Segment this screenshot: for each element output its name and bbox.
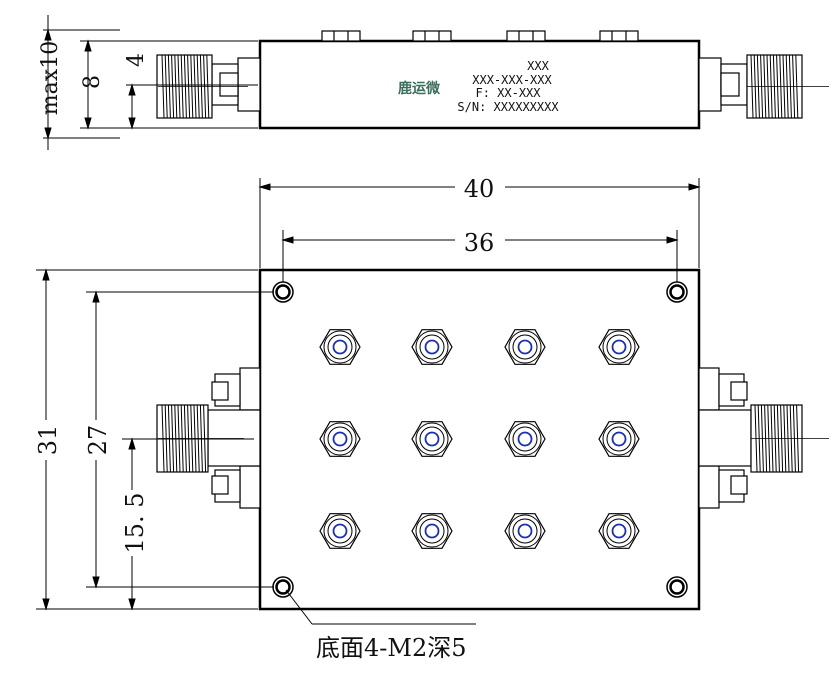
- tuning-screw: [411, 329, 453, 365]
- label-line2: XXX-XXX-XXX: [472, 73, 552, 87]
- side-view: XXX XXX-XXX-XXX F: XX-XXX S/N: XXXXXXXXX…: [38, 15, 829, 150]
- corner-holes: [272, 281, 688, 598]
- dim-8-label: 8: [80, 75, 105, 89]
- dim-4-label: 4: [124, 53, 149, 67]
- tuning-screw: [411, 421, 453, 457]
- tuning-screw: [319, 329, 361, 365]
- side-connector-right: [698, 54, 829, 119]
- dim-36-label: 36: [464, 229, 495, 257]
- dim-31-label: 31: [34, 425, 62, 456]
- tuning-screw: [411, 513, 453, 549]
- dim-15-5-label: 15. 5: [121, 492, 149, 553]
- label-line4: S/N: XXXXXXXXX: [457, 100, 559, 114]
- tuning-screw: [504, 513, 546, 549]
- tuning-screw: [598, 329, 640, 365]
- tuning-screw: [319, 513, 361, 549]
- dim-4: [126, 83, 258, 130]
- bottom-hole-note: 底面4-M2深5: [316, 634, 467, 662]
- top-view: 40 36 31 27: [34, 175, 829, 662]
- note-leader: [285, 589, 476, 625]
- dim-27-label: 27: [84, 425, 112, 456]
- brand-logo: 鹿运微: [397, 80, 441, 97]
- tuning-screw: [598, 513, 640, 549]
- tuning-screw: [598, 421, 640, 457]
- side-tuning-nuts: [321, 30, 639, 42]
- top-connector-left: [156, 367, 261, 509]
- side-body: [258, 39, 701, 130]
- top-connector-right: [698, 367, 829, 509]
- dim-max10-label: max10: [38, 41, 63, 115]
- label-line1: XXX: [527, 59, 549, 73]
- side-connector-left: [156, 54, 261, 119]
- tuning-screw: [319, 421, 361, 457]
- tuning-screw: [504, 329, 546, 365]
- dim-40-label: 40: [464, 175, 495, 203]
- tuning-screw: [504, 421, 546, 457]
- label-line3: F: XX-XXX: [475, 86, 541, 100]
- tuning-screws: [319, 329, 640, 549]
- dim-max10: [43, 15, 120, 150]
- dim-8: [80, 39, 258, 130]
